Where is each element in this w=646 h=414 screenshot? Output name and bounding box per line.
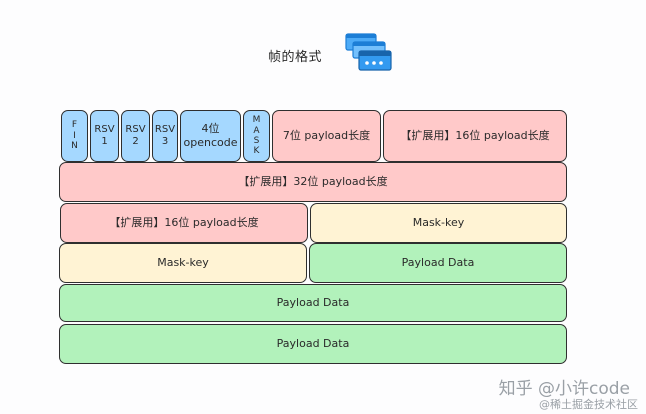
payload-data-field: Payload Data [309, 243, 567, 283]
fin-letter: F [71, 120, 78, 131]
payload-length-7bit-field: 7位 payload长度 [272, 110, 381, 162]
stacked-windows-icon [345, 33, 392, 71]
rsv2-field: RSV 2 [121, 110, 150, 162]
mask-field: M A S K [243, 110, 270, 162]
opcode-field: 4位 opencode [180, 110, 241, 162]
watermark-juejin: @稀土掘金技术社区 [539, 398, 638, 411]
fin-letter: N [71, 141, 78, 152]
payload-data-row-2: Payload Data [59, 324, 567, 364]
payload-data-row: Payload Data [59, 284, 567, 322]
mask-letter: M [252, 115, 261, 126]
fin-letter: I [73, 130, 76, 141]
extended-payload-length-32bit-field: 【扩展用】32位 payload长度 [59, 162, 567, 202]
watermark-zhihu: 知乎 @小许code [498, 379, 630, 399]
diagram-title: 帧的格式 [268, 50, 323, 65]
fin-field: F I N [61, 110, 88, 162]
mask-letter: K [253, 146, 260, 157]
extended-payload-length-16bit-field: 【扩展用】16位 payload长度 [383, 110, 567, 162]
mask-key-field: Mask-key [310, 203, 567, 243]
mask-key-field-2: Mask-key [59, 243, 307, 283]
mask-letter: A [253, 125, 260, 136]
rsv1-field: RSV 1 [90, 110, 119, 162]
mask-letter: S [253, 136, 260, 146]
rsv3-field: RSV 3 [152, 110, 178, 162]
extended-payload-length-16bit-field-2: 【扩展用】16位 payload长度 [60, 203, 308, 243]
